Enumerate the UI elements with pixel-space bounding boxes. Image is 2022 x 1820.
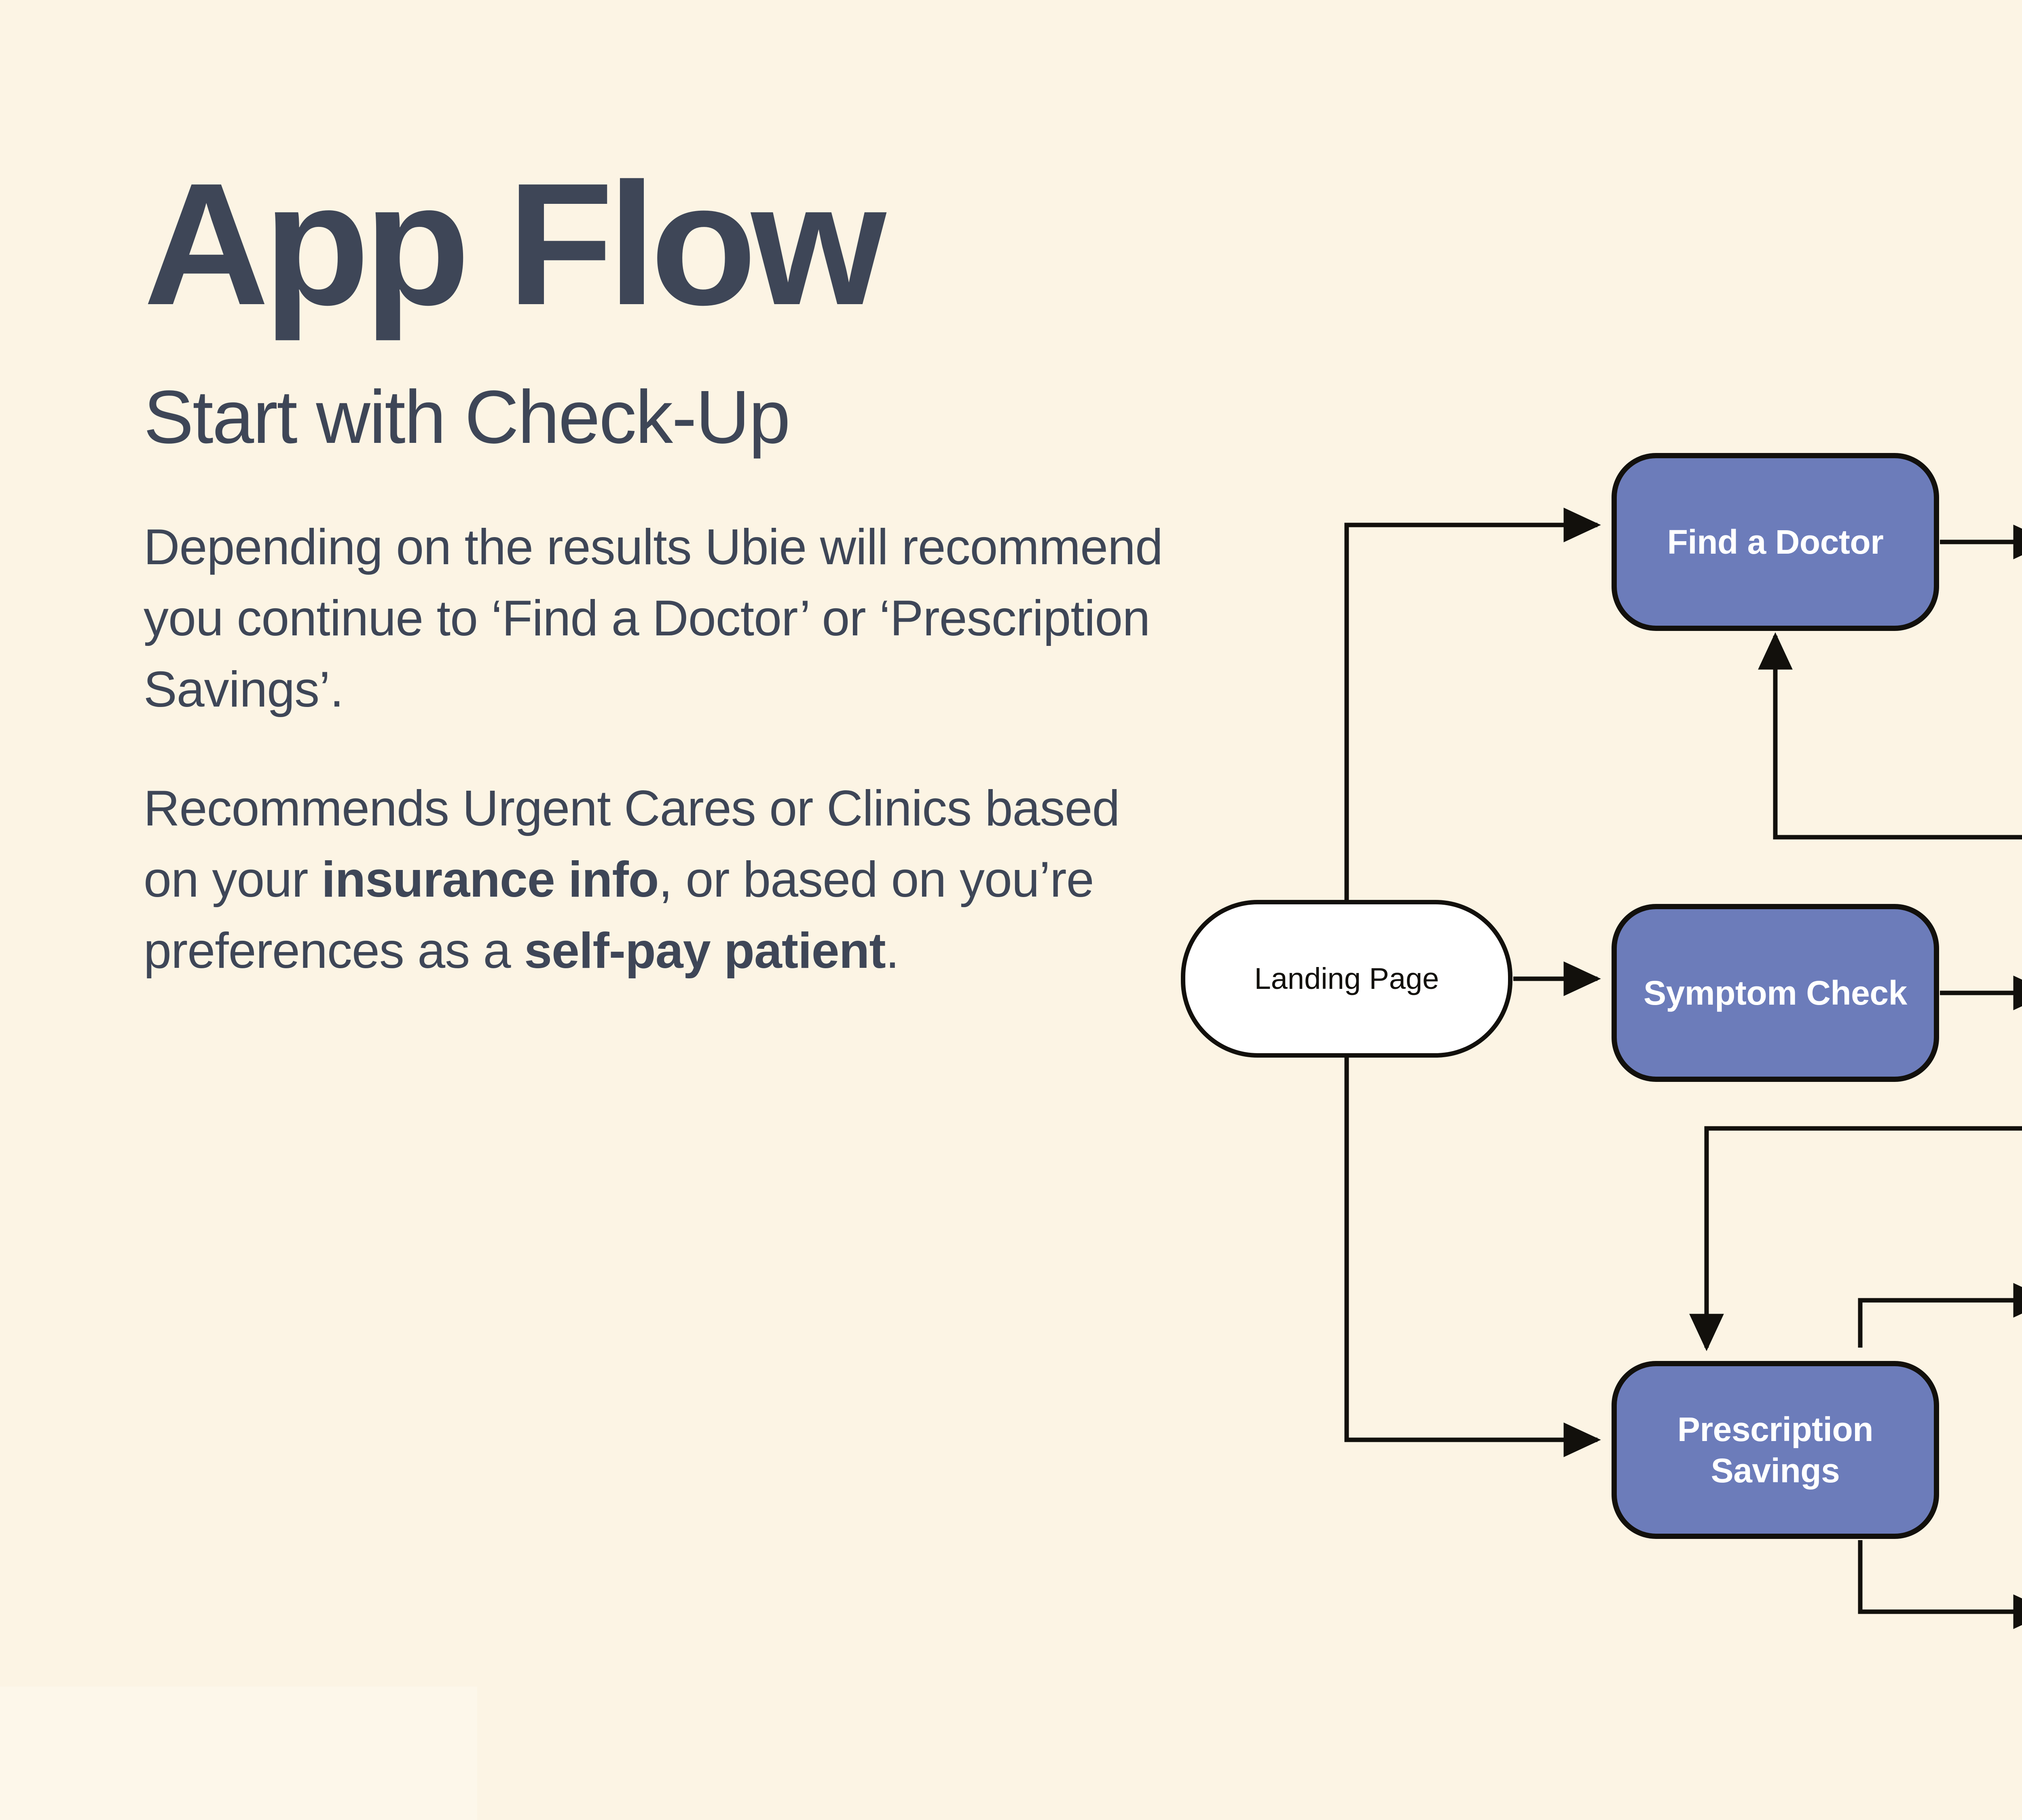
page-title: App Flow <box>144 147 886 341</box>
node-landing-page-label: Landing Page <box>1254 961 1439 995</box>
intro-paragraph-2: Recommends Urgent Cares or Clinics based… <box>144 773 1179 986</box>
intro-paragraph-2-bold-insurance: insurance info <box>321 851 659 908</box>
node-symptom-check[interactable]: Symptom Check <box>1612 904 1939 1082</box>
page-subtitle: Start with Check-Up <box>144 375 791 459</box>
intro-paragraph-2-part-b: , or based on you’re preferences as a <box>144 851 1094 979</box>
intro-paragraph-1: Depending on the results Ubie will recom… <box>144 512 1179 725</box>
intro-paragraph-2-part-a: Recommends Urgent Cares or Clinics based… <box>144 780 1120 908</box>
intro-paragraph-2-part-c: . <box>885 923 899 979</box>
node-symptom-check-label: Symptom Check <box>1643 973 1907 1012</box>
intro-paragraph-2-bold-selfpay: self-pay patient <box>524 923 886 979</box>
node-find-a-doctor-label: Find a Doctor <box>1667 523 1884 561</box>
intro-paragraph-1-line-a: Depending on the results Ubie will recom… <box>144 519 1163 646</box>
node-landing-page[interactable]: Landing Page <box>1181 900 1512 1058</box>
intro-paragraph-1-line-b: ‘Find a Doctor’ or ‘Prescription Savings… <box>144 590 1150 717</box>
intro-panel: App Flow Start with Check-Up Depending o… <box>144 147 1203 986</box>
node-find-a-doctor[interactable]: Find a Doctor <box>1612 453 1939 631</box>
